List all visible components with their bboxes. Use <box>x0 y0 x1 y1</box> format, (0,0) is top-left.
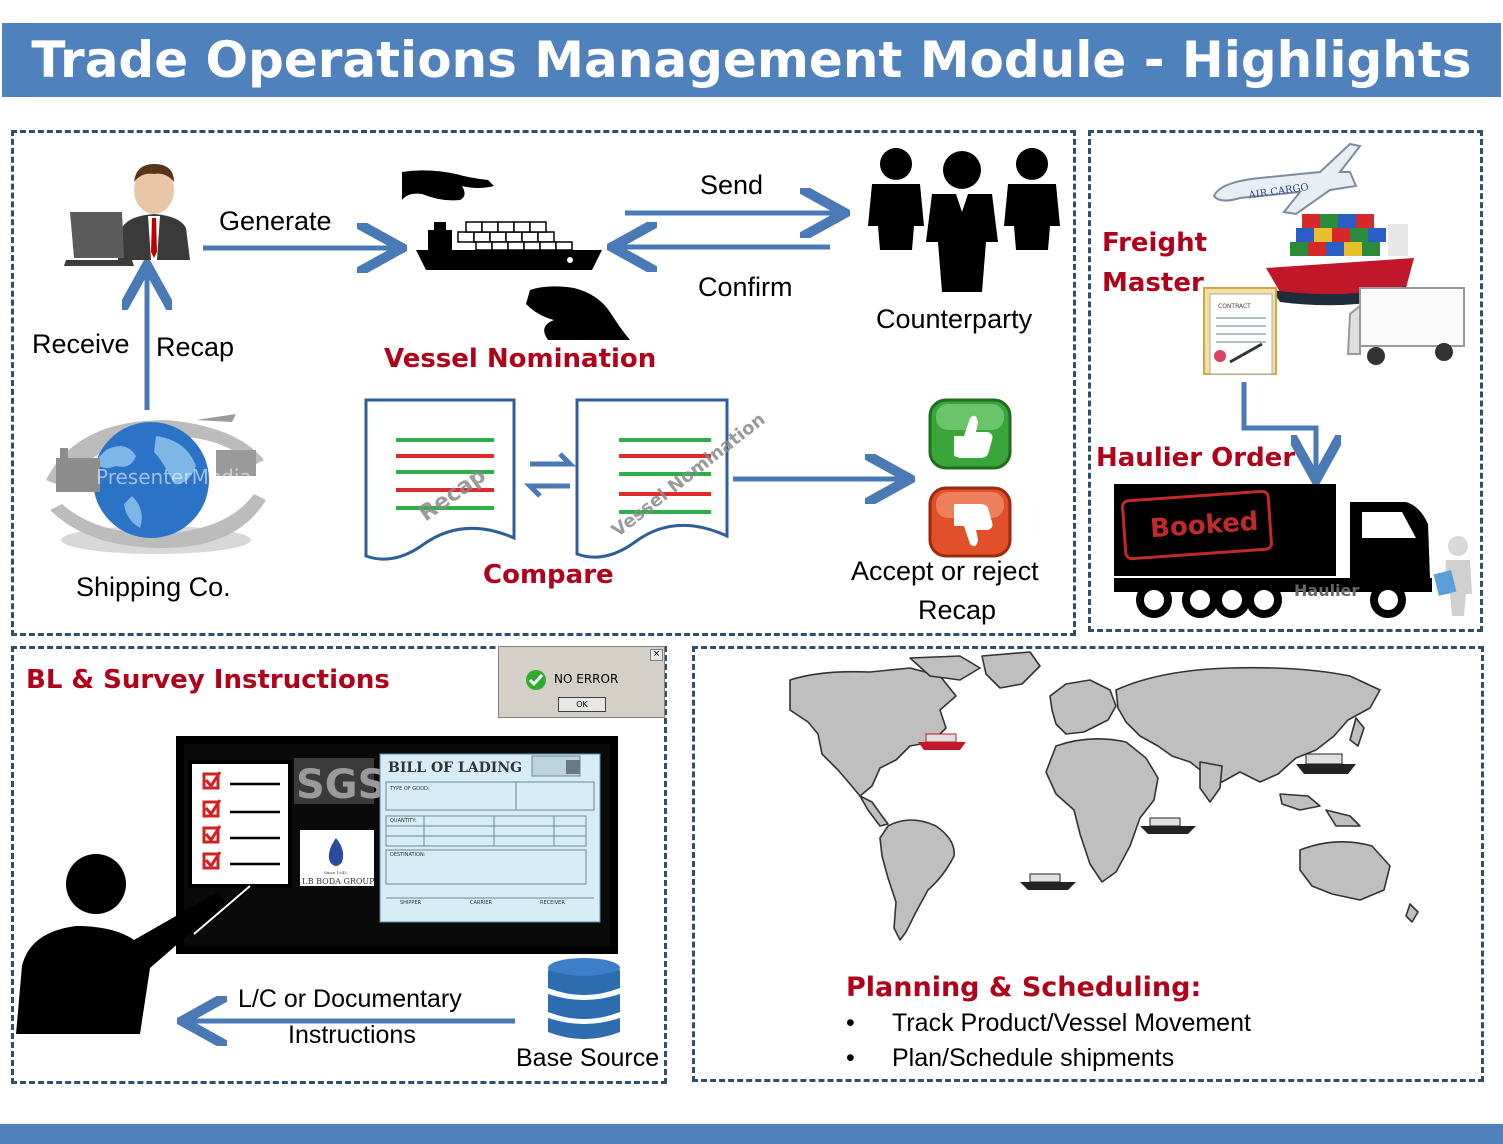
world-map <box>789 651 1419 941</box>
accept-reject-label-line1: Accept or reject <box>851 556 1039 586</box>
lc-instructions-label-line2: Instructions <box>288 1021 416 1049</box>
ship-marker-atlantic <box>918 733 966 750</box>
send-label: Send <box>700 170 764 200</box>
planning-panel <box>692 646 1484 1082</box>
boda-logo-text: I.B BODA GROUP <box>302 877 375 886</box>
no-error-text: NO ERROR <box>554 672 619 686</box>
contract-text: CONTRACT <box>1218 303 1251 310</box>
bullet-text: Track Product/Vessel Movement <box>892 1009 1251 1037</box>
globe-logistics-icon: PresenterMedia <box>46 414 266 554</box>
thumbs-down-icon[interactable] <box>926 484 1014 560</box>
compare-label: Compare <box>483 560 614 590</box>
ship-marker-pacific <box>1296 753 1356 774</box>
planning-bullet-2: • Plan/Schedule shipments <box>846 1044 1174 1073</box>
dialog-close-button[interactable]: × <box>650 649 663 661</box>
dialog-ok-button[interactable]: OK <box>558 697 606 712</box>
freight-master-panel <box>1088 130 1483 632</box>
generate-label: Generate <box>219 206 332 236</box>
receiver-label: RECEIVER <box>540 900 565 906</box>
globe-watermark: PresenterMedia <box>96 465 252 489</box>
vessel-nomination-panel <box>11 130 1076 636</box>
bullet-dot: • <box>846 1009 855 1037</box>
bl-survey-panel <box>11 646 667 1084</box>
counterparty-label: Counterparty <box>876 304 1033 334</box>
haulier-truck-icon: Booked Haulier <box>1114 484 1472 618</box>
destination-label: DESTINATION: <box>390 852 426 858</box>
page-title: Trade Operations Management Module - Hig… <box>2 23 1501 97</box>
counterparty-people-icon <box>868 148 1060 292</box>
planning-title: Planning & Scheduling: <box>846 972 1202 1003</box>
haulier-order-label: Haulier Order <box>1096 443 1296 473</box>
ship-marker-indian <box>1140 817 1196 834</box>
person-laptop-icon <box>64 164 190 266</box>
no-error-dialog: × NO ERROR OK <box>498 646 665 718</box>
shipping-co-label: Shipping Co. <box>76 572 231 602</box>
freight-collage-icon: AIR CARGO CONTRACT <box>1203 142 1465 375</box>
boda-since: Since 1943 <box>324 870 347 875</box>
ship-marker-south-atlantic <box>1020 873 1076 890</box>
accept-reject-label-line2: Recap <box>918 595 997 625</box>
recap-document-icon: Recap <box>364 398 516 561</box>
freight-master-label-line2: Master <box>1102 268 1204 298</box>
thumbs-up-icon[interactable] <box>926 396 1014 472</box>
recap-label: Recap <box>156 332 235 362</box>
base-source-label: Base Source <box>516 1044 660 1072</box>
vessel-hands-icon <box>402 170 630 340</box>
sgs-logo: SGS <box>296 762 386 808</box>
type-of-good-label: TYPE OF GOOD: <box>389 786 430 792</box>
check-icon <box>526 670 546 690</box>
receive-label: Receive <box>32 329 130 359</box>
lc-instructions-label-line1: L/C or Documentary <box>238 985 462 1013</box>
carrier-label: CARRIER <box>470 900 492 906</box>
quantity-label: QUANTITY: <box>390 818 417 824</box>
database-icon <box>548 958 620 1039</box>
shipper-label: SHIPPER <box>400 900 422 906</box>
bullet-text: Plan/Schedule shipments <box>892 1044 1175 1072</box>
footer-bar <box>0 1124 1503 1144</box>
instructor-board-icon: SGS Since 1943 I.B BODA GROUP BILL OF LA… <box>16 736 618 1034</box>
freight-master-label-line1: Freight <box>1102 228 1208 258</box>
bl-survey-title: BL & Survey Instructions <box>26 665 390 695</box>
planning-bullet-1: • Track Product/Vessel Movement <box>846 1009 1251 1038</box>
vessel-nomination-title: Vessel Nomination <box>384 344 657 374</box>
vessel-nomination-document-icon: Vessel Nomination <box>575 398 769 559</box>
haulier-text: Haulier <box>1294 581 1359 600</box>
bill-of-lading-title: BILL OF LADING <box>388 760 522 776</box>
bullet-dot: • <box>846 1044 855 1072</box>
confirm-label: Confirm <box>698 272 793 302</box>
